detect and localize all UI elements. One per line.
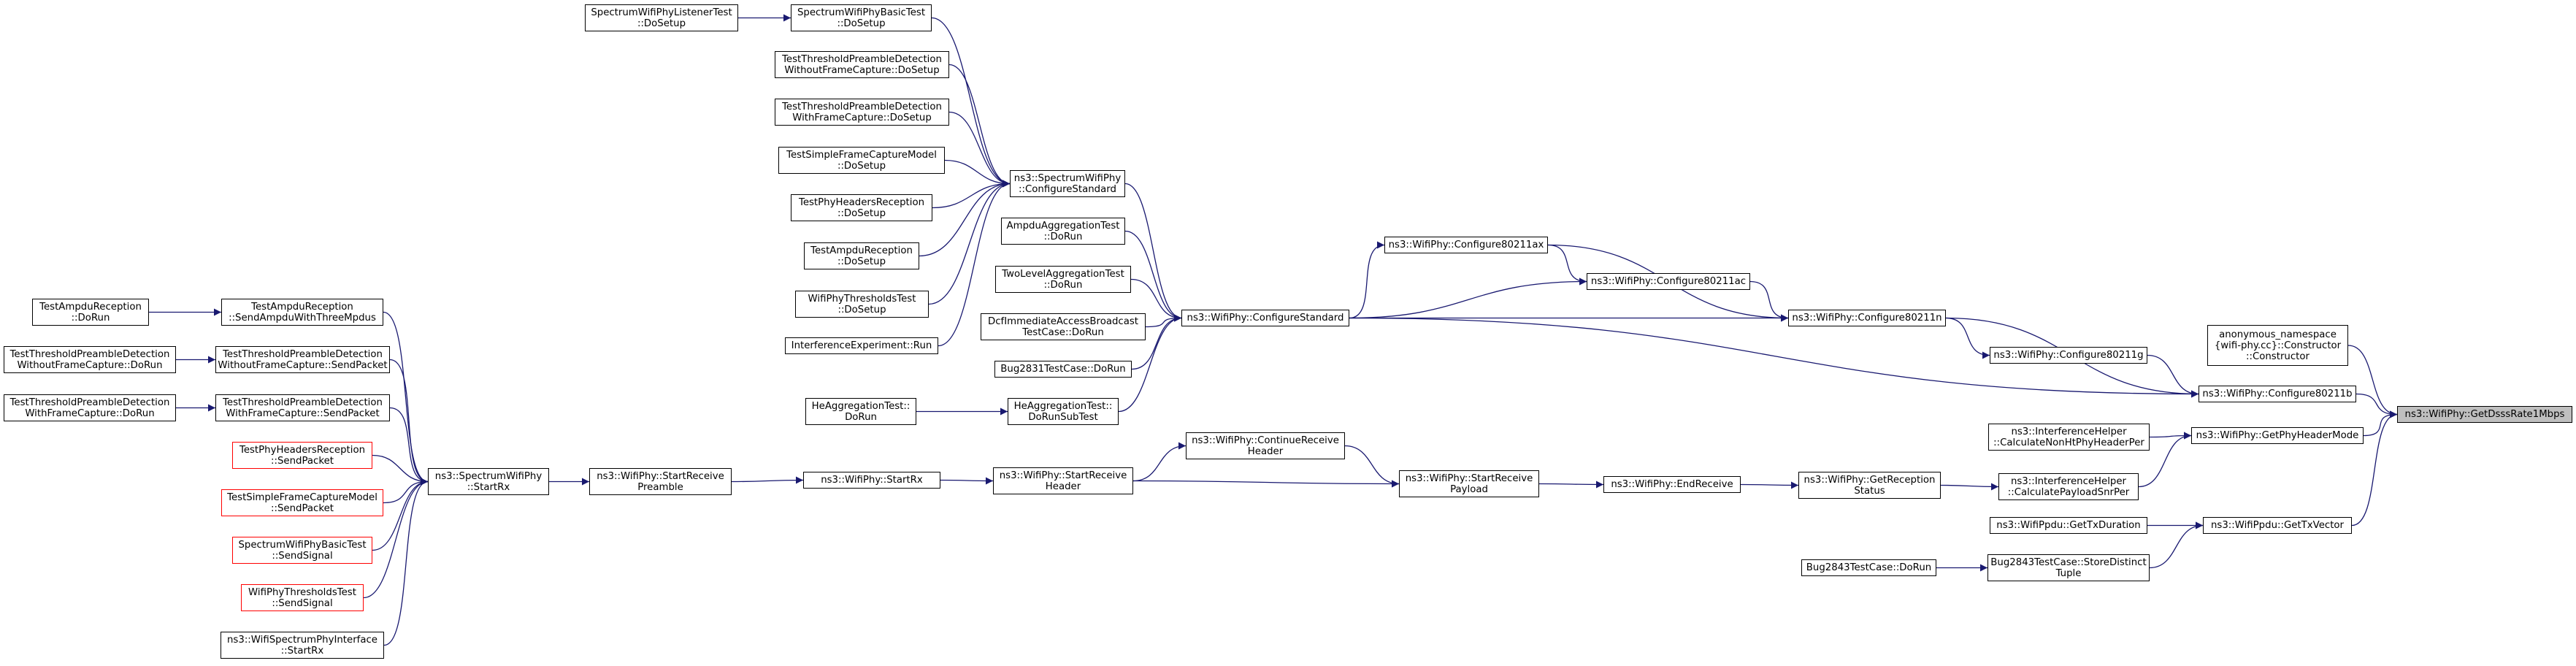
edge-startRxPayload-to-endRx: [1538, 481, 1604, 489]
edge-cfg11n-to-cfg11g: [1945, 317, 1990, 359]
node-spectrum-wifi-phy-start-rx[interactable]: ns3::SpectrumWifiPhy ::StartRx: [428, 468, 549, 495]
node-get-dsss-rate-1mbps: ns3::WifiPhy::GetDsssRate1Mbps: [2397, 406, 2572, 423]
edge-thresholdsSend-to-specStartRx: [363, 478, 429, 599]
node-he-aggregation-test-do-run[interactable]: HeAggregationTest:: DoRun: [805, 398, 916, 425]
node-configure-80211ac[interactable]: ns3::WifiPhy::Configure80211ac: [1587, 273, 1750, 290]
node-bug2843-do-run[interactable]: Bug2843TestCase::DoRun: [1801, 559, 1936, 576]
node-configure-80211ax[interactable]: ns3::WifiPhy::Configure80211ax: [1384, 237, 1548, 253]
node-spectrum-wifi-phy-basic-test-do-setup[interactable]: SpectrumWifiPhyBasicTest ::DoSetup: [791, 4, 932, 31]
edge-ampduRxSetup-to-specCfgStd: [919, 180, 1011, 257]
edge-specBasicSetup-to-specCfgStd: [931, 17, 1011, 188]
node-wifi-phy-thresholds-test-send-signal[interactable]: WifiPhyThresholdsTest ::SendSignal: [241, 584, 364, 611]
edge-startRxPreamble-to-startRx: [731, 476, 804, 484]
edge-cfgStd-to-cfg11ax: [1349, 241, 1385, 319]
edge-specBasicSend-to-specStartRx: [372, 478, 429, 551]
node-two-level-aggregation-test-do-run[interactable]: TwoLevelAggregationTest ::DoRun: [995, 266, 1131, 293]
node-spectrum-wifi-phy-basic-test-send-signal[interactable]: SpectrumWifiPhyBasicTest ::SendSignal: [232, 537, 372, 564]
edge-getTxVector-to-root: [2351, 410, 2398, 527]
edge-cfg11ac-to-cfg11n: [1749, 280, 1789, 322]
node-phy-headers-reception-send-packet[interactable]: TestPhyHeadersReception ::SendPacket: [232, 442, 372, 469]
edge-anon_ctor-to-root: [2347, 345, 2398, 418]
node-wifi-phy-thresholds-test-do-setup[interactable]: WifiPhyThresholdsTest ::DoSetup: [795, 291, 929, 318]
node-configure-80211n[interactable]: ns3::WifiPhy::Configure80211n: [1788, 310, 1946, 326]
node-wifi-phy-start-rx[interactable]: ns3::WifiPhy::StartRx: [803, 472, 940, 489]
node-tpd-without-frame-capture-do-run[interactable]: TestThresholdPreambleDetection WithoutFr…: [4, 346, 176, 373]
node-ampdu-aggregation-test-do-run[interactable]: AmpduAggregationTest ::DoRun: [1001, 218, 1125, 245]
edge-interfRun-to-specCfgStd: [938, 180, 1011, 347]
edge-phyHdrSend-to-specStartRx: [372, 454, 429, 486]
node-wifi-phy-configure-standard[interactable]: ns3::WifiPhy::ConfigureStandard: [1181, 310, 1349, 326]
node-get-reception-status[interactable]: ns3::WifiPhy::GetReception Status: [1798, 472, 1941, 499]
edge-bug2831-to-cfgStd: [1131, 314, 1182, 370]
node-tpd-with-frame-capture-do-run[interactable]: TestThresholdPreambleDetection WithFrame…: [4, 394, 176, 421]
node-start-receive-preamble[interactable]: ns3::WifiPhy::StartReceive Preamble: [589, 468, 732, 495]
node-spectrum-wifi-phy-listener-test-do-setup[interactable]: SpectrumWifiPhyListenerTest ::DoSetup: [585, 4, 738, 31]
node-dcf-immediate-access-broadcast-do-run[interactable]: DcfImmediateAccessBroadcast TestCase::Do…: [981, 313, 1146, 340]
node-calculate-non-ht-phy-header-per[interactable]: ns3::InterferenceHelper ::CalculateNonHt…: [1988, 424, 2150, 451]
edge-dcfImmediate-to-cfgStd: [1145, 314, 1182, 328]
edge-phyHdrRxSetup-to-specCfgStd: [932, 180, 1011, 209]
edge-simpleFcSend-to-specStartRx: [383, 478, 429, 504]
node-wifi-ppdu-get-tx-duration[interactable]: ns3::WifiPpdu::GetTxDuration: [1990, 517, 2147, 534]
edge-cfg11g-to-cfg11b: [2147, 354, 2199, 398]
node-simple-frame-capture-model-do-setup[interactable]: TestSimpleFrameCaptureModel ::DoSetup: [778, 147, 945, 174]
edge-startRxHeader-to-contRxHeader: [1132, 442, 1187, 482]
edge-ampduSend3-to-specStartRx: [383, 311, 429, 486]
edge-calcNonHt-to-getPhyHeaderMode: [2149, 432, 2192, 440]
node-get-phy-header-mode[interactable]: ns3::WifiPhy::GetPhyHeaderMode: [2191, 427, 2364, 444]
edge-tpdWithoutSetup-to-specCfgStd: [948, 64, 1011, 188]
node-start-receive-header[interactable]: ns3::WifiPhy::StartReceive Header: [993, 467, 1133, 494]
edge-spectrumIfStartRx-to-specStartRx: [383, 478, 429, 646]
edge-cfg11b-to-root: [2355, 393, 2398, 418]
node-phy-headers-reception-do-setup[interactable]: TestPhyHeadersReception ::DoSetup: [791, 194, 932, 221]
node-interference-experiment-run[interactable]: InterferenceExperiment::Run: [785, 337, 938, 354]
node-bug2843-store-distinct-tuple[interactable]: Bug2843TestCase::StoreDistinct Tuple: [1987, 554, 2150, 581]
node-simple-frame-capture-model-send-packet[interactable]: TestSimpleFrameCaptureModel ::SendPacket: [221, 489, 383, 516]
node-wifi-spectrum-phy-interface-start-rx[interactable]: ns3::WifiSpectrumPhyInterface ::StartRx: [221, 632, 384, 659]
edge-ampduAggTest-to-cfgStd: [1124, 230, 1182, 322]
edge-calcPayload-to-getPhyHeaderMode: [2138, 432, 2192, 488]
edge-cfg11ax-to-cfg11ac: [1547, 244, 1587, 286]
node-anonymous-namespace-constructor[interactable]: anonymous_namespace {wifi-phy.cc}::Const…: [2207, 325, 2348, 366]
node-ampdu-reception-do-setup[interactable]: TestAmpduReception ::DoSetup: [804, 242, 919, 269]
edge-tpdWithoutSend-to-specStartRx: [389, 359, 429, 486]
edge-tpdWithSend-to-specStartRx: [389, 407, 429, 486]
node-continue-receive-header[interactable]: ns3::WifiPhy::ContinueReceive Header: [1186, 432, 1345, 459]
node-wifi-ppdu-get-tx-vector[interactable]: ns3::WifiPpdu::GetTxVector: [2203, 517, 2352, 534]
edge-getRxStatus-to-calcPayload: [1940, 483, 1999, 491]
node-spectrum-wifi-phy-configure-standard[interactable]: ns3::SpectrumWifiPhy ::ConfigureStandard: [1010, 170, 1125, 197]
edge-twoLevelAgg-to-cfgStd: [1130, 278, 1182, 322]
node-tpd-without-frame-capture-do-setup[interactable]: TestThresholdPreambleDetection WithoutFr…: [775, 51, 949, 78]
node-bug2831-test-case-do-run[interactable]: Bug2831TestCase::DoRun: [994, 361, 1132, 378]
edge-getPhyHeaderMode-to-root: [2363, 410, 2398, 437]
edge-startRxHeader-to-startRxPayload: [1132, 480, 1400, 488]
node-tpd-with-frame-capture-send-packet[interactable]: TestThresholdPreambleDetection WithFrame…: [215, 394, 390, 421]
node-tpd-without-frame-capture-send-packet[interactable]: TestThresholdPreambleDetection WithoutFr…: [215, 346, 390, 373]
edge-endRx-to-getRxStatus: [1740, 481, 1799, 489]
node-end-receive[interactable]: ns3::WifiPhy::EndReceive: [1603, 476, 1741, 493]
edge-heAggRunSub-to-cfgStd: [1118, 314, 1182, 413]
edge-storeTuple-to-getTxVector: [2149, 521, 2204, 569]
edge-tpdWithSetup-to-specCfgStd: [948, 111, 1011, 188]
node-configure-80211b[interactable]: ns3::WifiPhy::Configure80211b: [2199, 386, 2356, 402]
node-he-aggregation-test-do-run-sub-test[interactable]: HeAggregationTest:: DoRunSubTest: [1008, 398, 1119, 425]
edge-contRxHeader-to-startRxPayload: [1344, 445, 1400, 488]
node-calculate-payload-snr-per[interactable]: ns3::InterferenceHelper ::CalculatePaylo…: [1998, 473, 2139, 500]
edge-simpleFcSetup-to-specCfgStd: [944, 159, 1011, 188]
node-start-receive-payload[interactable]: ns3::WifiPhy::StartReceive Payload: [1399, 470, 1539, 497]
node-configure-80211g[interactable]: ns3::WifiPhy::Configure80211g: [1990, 347, 2147, 364]
edge-thresholdsSetup-to-specCfgStd: [928, 180, 1011, 305]
node-tpd-with-frame-capture-do-setup[interactable]: TestThresholdPreambleDetection WithFrame…: [775, 99, 949, 126]
edge-cfgStd-to-cfg11ac: [1349, 278, 1587, 319]
node-ampdu-reception-do-run[interactable]: TestAmpduReception ::DoRun: [32, 299, 149, 326]
edge-cfgStd-to-cfg11b: [1349, 317, 2199, 398]
edge-specCfgStd-to-cfgStd: [1124, 183, 1182, 322]
node-ampdu-reception-send-ampdu-with-three-mpdus[interactable]: TestAmpduReception ::SendAmpduWithThreeM…: [221, 299, 383, 326]
